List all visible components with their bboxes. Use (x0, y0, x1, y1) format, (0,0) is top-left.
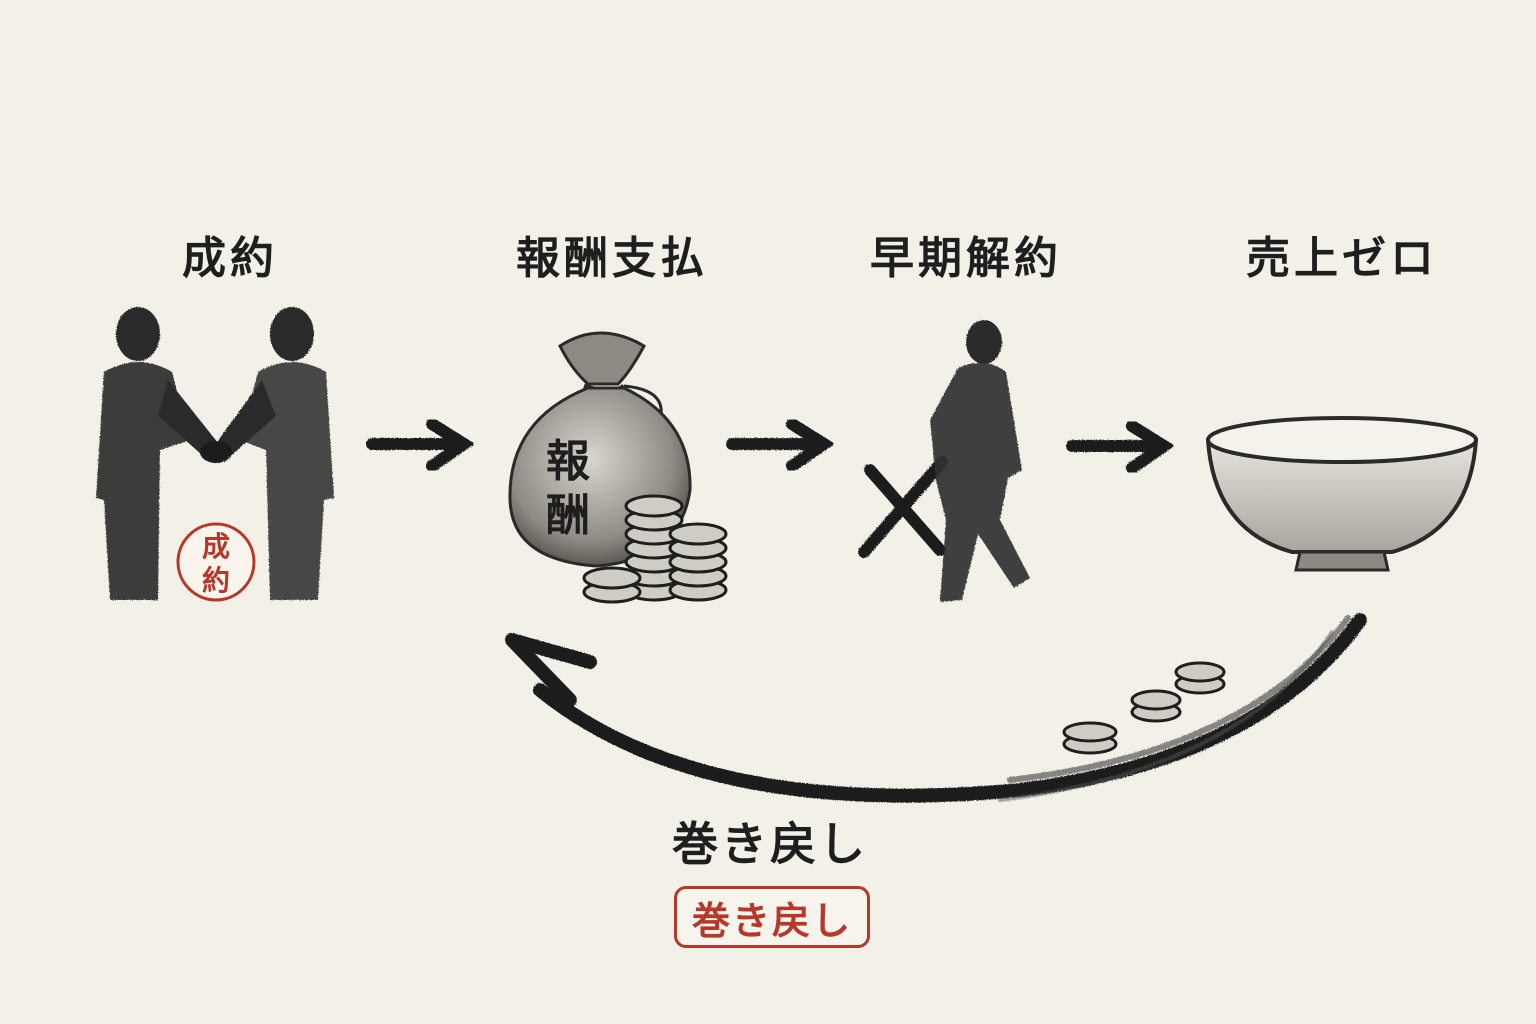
rewind-stamp: 巻き戻し (674, 886, 870, 948)
bag-text-1: 報 (546, 436, 590, 487)
step-label-zero-sales: 売上ゼロ (1246, 233, 1438, 284)
coin-stack-icon (582, 494, 728, 604)
seal-text-1: 成 (202, 530, 230, 563)
rolling-coins-icon (1062, 661, 1226, 755)
empty-bowl-icon (1205, 416, 1479, 572)
handshake-icon (96, 307, 334, 600)
arrow-right-icon (726, 418, 835, 472)
rewind-label: 巻き戻し (672, 817, 868, 871)
cross-mark-icon (858, 456, 948, 558)
step-label-payment: 報酬支払 (516, 233, 708, 284)
step-label-cancellation: 早期解約 (870, 233, 1062, 284)
arrow-right-icon (1066, 420, 1175, 474)
walking-person-icon (930, 320, 1030, 602)
rewind-arrow-icon (505, 613, 1367, 803)
bag-text-2: 酬 (546, 490, 590, 541)
seal-text-2: 約 (202, 564, 230, 597)
arrow-right-icon (366, 418, 475, 472)
contract-seal-icon: 成 約 (176, 522, 256, 602)
step-label-contract: 成約 (182, 233, 278, 284)
